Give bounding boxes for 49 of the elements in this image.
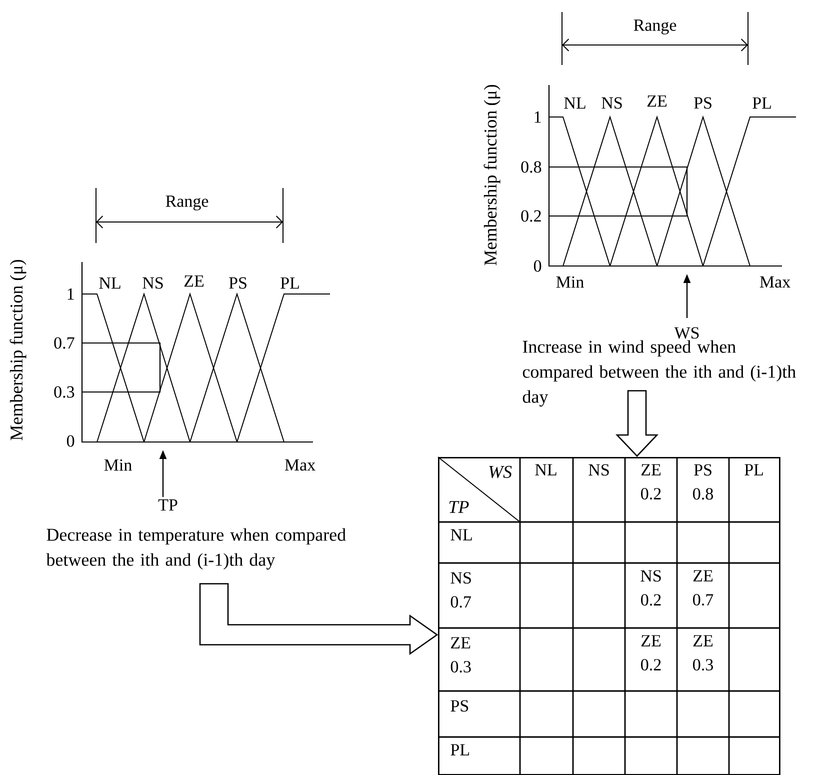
tick-label: 0.8 xyxy=(521,161,542,173)
table-cell: NS 0.7 xyxy=(450,572,471,608)
curve-label: NS xyxy=(602,97,622,109)
curve-label: NL xyxy=(99,277,120,289)
curve-label: PS xyxy=(694,97,712,109)
table-cell: PS 0.8 xyxy=(693,464,713,500)
tick-label: Max xyxy=(284,459,316,471)
tick-label: Min xyxy=(556,276,584,288)
pointer-label: TP xyxy=(158,499,178,511)
tick-label: 0 xyxy=(66,435,74,447)
curve-label: NS xyxy=(142,277,163,289)
table-cell: ZE 0.2 xyxy=(641,635,661,671)
curve-label: PL xyxy=(752,97,771,109)
tick-label: Max xyxy=(760,276,790,288)
tick-label: 0.7 xyxy=(54,337,74,349)
table-cell: ZE 0.2 xyxy=(641,464,661,500)
table-cell: PL xyxy=(450,744,470,756)
table-cell: NS 0.2 xyxy=(640,570,661,606)
tick-label: Min xyxy=(104,459,132,471)
caption-text: Decrease in temperature when compared between the ith and (i-1)th day xyxy=(46,528,346,570)
table-cell: ZE 0.3 xyxy=(450,637,471,673)
table-grid xyxy=(438,456,780,775)
curve-label: PL xyxy=(280,277,299,289)
block-arrow xyxy=(199,583,438,656)
curve-label: ZE xyxy=(184,275,204,287)
table-cell: PS xyxy=(450,700,468,712)
table-cell: NL xyxy=(535,464,556,476)
tick-label: 0 xyxy=(534,260,542,272)
table-cell: ZE 0.7 xyxy=(693,570,714,606)
block-arrow xyxy=(615,390,659,457)
axis-title: Membership function (μ) xyxy=(10,260,26,440)
header-label: WS xyxy=(489,466,512,478)
tick-label: 1 xyxy=(534,111,541,123)
table-cell: ZE 0.3 xyxy=(693,635,713,671)
curve-label: NL xyxy=(564,97,586,109)
tick-label: 0.2 xyxy=(521,210,541,222)
caption-text: Increase in wind speed when compared between the ith and (i-1)th day xyxy=(522,340,796,407)
header-label: TP xyxy=(449,501,469,513)
tick-label: 0.3 xyxy=(54,386,74,398)
table-cell: NS xyxy=(588,464,609,476)
axis-title: Membership function (μ) xyxy=(484,84,500,266)
tick-label: 1 xyxy=(68,288,74,300)
pointer-label: WS xyxy=(674,327,699,339)
dimension-label: Range xyxy=(166,196,208,210)
curve-label: ZE xyxy=(647,95,667,107)
table-cell: NL xyxy=(450,529,472,540)
table-cell: PL xyxy=(744,464,763,476)
curve-label: PS xyxy=(229,277,246,289)
dimension-label: Range xyxy=(634,20,676,34)
